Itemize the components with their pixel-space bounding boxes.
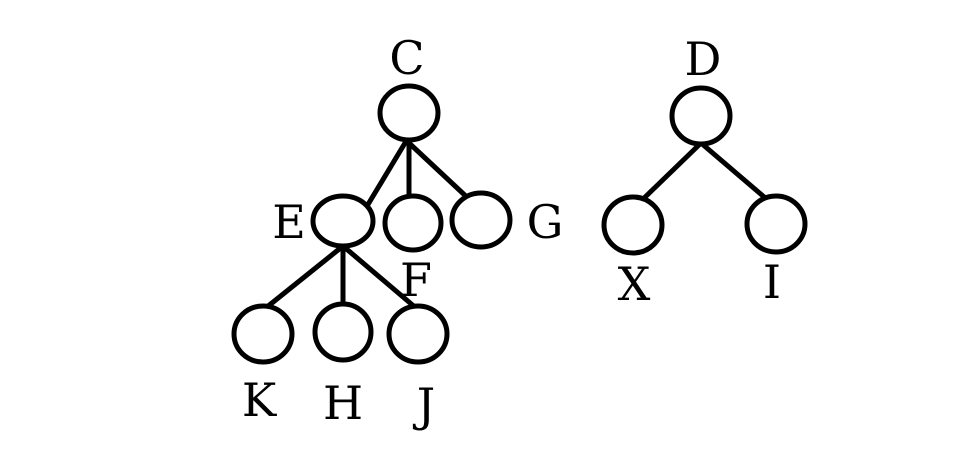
label-i: I xyxy=(763,255,781,309)
node-e xyxy=(310,193,376,249)
nodes xyxy=(231,83,808,365)
label-h: H xyxy=(323,376,363,430)
label-e: E xyxy=(272,195,306,249)
node-h xyxy=(312,301,374,363)
edge-d-i xyxy=(698,140,773,205)
label-d: D xyxy=(685,32,722,86)
node-j xyxy=(386,303,450,365)
edge-e-k xyxy=(259,243,346,314)
node-x xyxy=(601,194,665,256)
node-d xyxy=(669,85,733,147)
node-f xyxy=(382,193,444,253)
edge-e-j xyxy=(340,243,419,311)
label-g: G xyxy=(527,195,564,249)
label-f: F xyxy=(400,253,432,307)
label-x: X xyxy=(618,257,651,311)
labels: C D E F G X I K H J xyxy=(242,31,781,432)
node-k xyxy=(231,303,295,365)
label-j: J xyxy=(413,378,435,432)
edge-d-x xyxy=(637,140,704,205)
node-c xyxy=(377,83,441,143)
label-c: C xyxy=(389,31,424,85)
node-g xyxy=(449,190,513,250)
edge-c-g xyxy=(406,140,473,203)
label-k: K xyxy=(242,373,278,427)
edges-tree-d xyxy=(637,140,773,205)
node-i xyxy=(744,193,808,255)
